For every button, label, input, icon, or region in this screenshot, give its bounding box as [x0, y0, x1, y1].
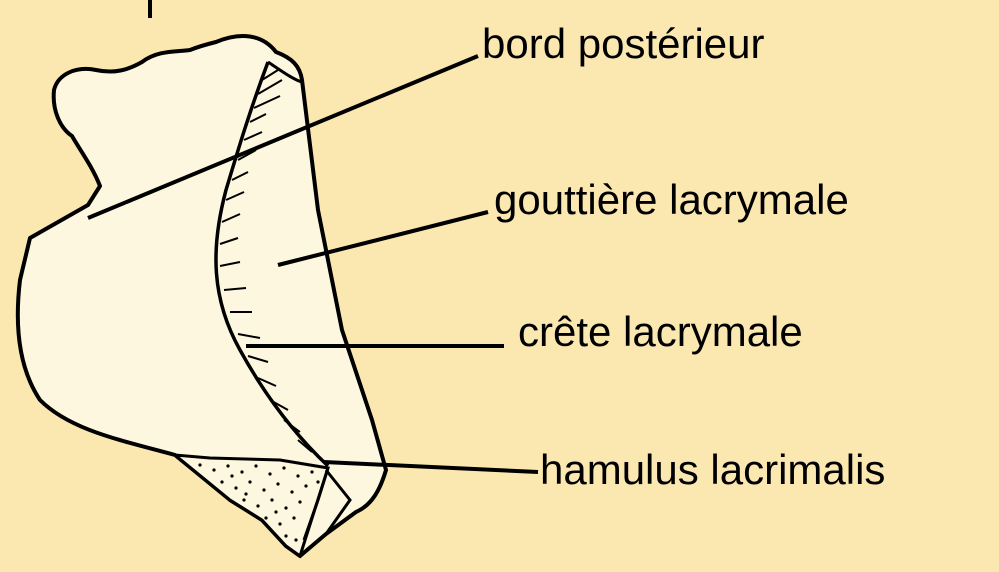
label-crete-lacrymale: crête lacrymale — [518, 308, 803, 355]
hamulus-stippled-area — [175, 455, 328, 556]
label-hamulus-lacrimalis: hamulus lacrimalis — [540, 446, 885, 493]
label-bord-posterieur: bord postérieur — [482, 20, 765, 67]
label-gouttiere-lacrymale: gouttière lacrymale — [494, 176, 849, 223]
